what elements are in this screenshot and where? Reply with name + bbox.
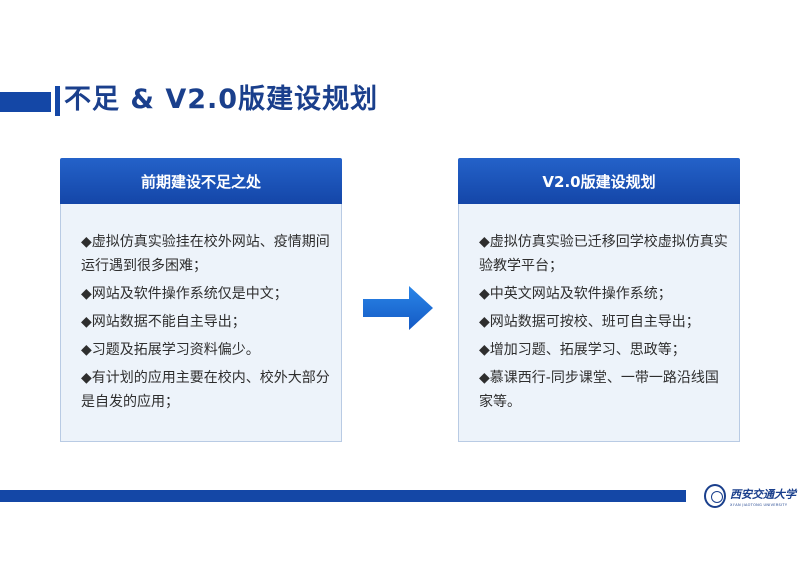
title-accent-tick [55, 86, 60, 116]
left-panel: 前期建设不足之处 ◆虚拟仿真实验挂在校外网站、疫情期间运行遇到很多困难； ◆网站… [60, 158, 342, 443]
footer-band [0, 490, 686, 502]
list-item: ◆有计划的应用主要在校内、校外大部分是自发的应用； [81, 370, 330, 410]
title-accent-bar [0, 92, 51, 112]
logo-name-cn: 西安交通大学 [730, 487, 796, 501]
right-panel-header: V2.0版建设规划 [458, 158, 740, 204]
list-item: ◆增加习题、拓展学习、思政等； [479, 342, 686, 358]
list-item: ◆中英文网站及软件操作系统； [479, 286, 672, 302]
right-panel: V2.0版建设规划 ◆虚拟仿真实验已迁移回学校虚拟仿真实验教学平台； ◆中英文网… [458, 158, 740, 443]
left-bullet-list: ◆虚拟仿真实验挂在校外网站、疫情期间运行遇到很多困难； ◆网站及软件操作系统仅是… [81, 230, 331, 418]
list-item: ◆慕课西行-同步课堂、一带一路沿线国家等。 [479, 370, 719, 410]
right-arrow-icon [363, 286, 433, 330]
right-bullet-list: ◆虚拟仿真实验已迁移回学校虚拟仿真实验教学平台； ◆中英文网站及软件操作系统； … [479, 230, 729, 418]
left-panel-header: 前期建设不足之处 [60, 158, 342, 204]
university-seal-icon [704, 484, 726, 508]
list-item: ◆虚拟仿真实验已迁移回学校虚拟仿真实验教学平台； [479, 234, 728, 274]
list-item: ◆网站数据可按校、班可自主导出； [479, 314, 700, 330]
right-panel-body: ◆虚拟仿真实验已迁移回学校虚拟仿真实验教学平台； ◆中英文网站及软件操作系统； … [458, 204, 740, 442]
university-logo: 西安交通大学 XI'AN JIAOTONG UNIVERSITY [704, 476, 796, 516]
logo-name-en: XI'AN JIAOTONG UNIVERSITY [730, 502, 788, 507]
left-panel-body: ◆虚拟仿真实验挂在校外网站、疫情期间运行遇到很多困难； ◆网站及软件操作系统仅是… [60, 204, 342, 442]
logo-text: 西安交通大学 XI'AN JIAOTONG UNIVERSITY [730, 486, 796, 507]
slide-title: 不足 & V2.0版建设规划 [64, 84, 379, 115]
list-item: ◆虚拟仿真实验挂在校外网站、疫情期间运行遇到很多困难； [81, 234, 330, 274]
list-item: ◆网站及软件操作系统仅是中文； [81, 286, 288, 302]
list-item: ◆网站数据不能自主导出； [81, 314, 246, 330]
list-item: ◆习题及拓展学习资料偏少。 [81, 342, 260, 358]
